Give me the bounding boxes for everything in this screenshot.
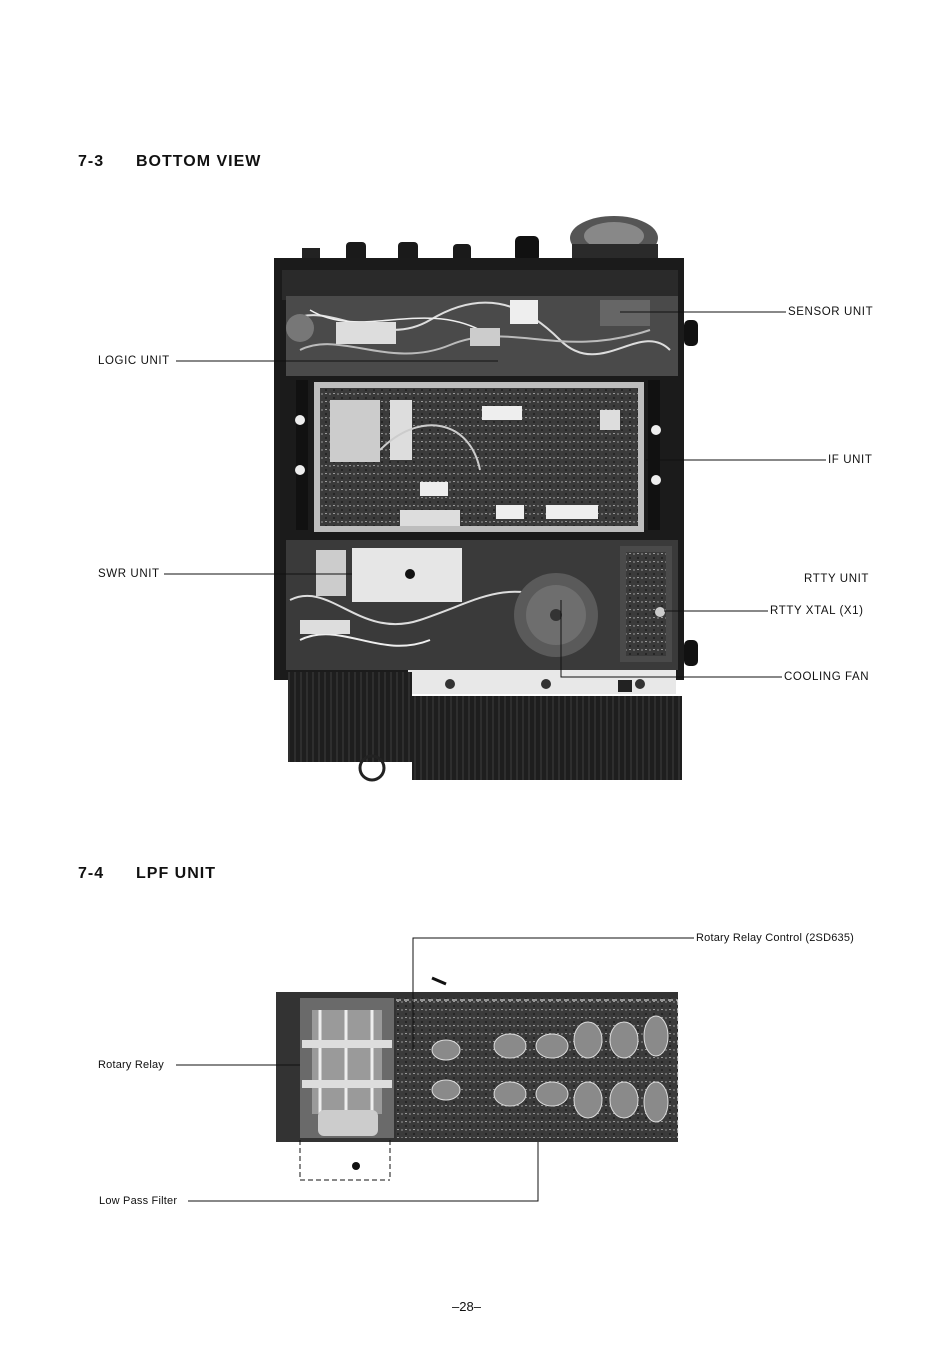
label-low-pass-filter: Low Pass Filter	[99, 1195, 177, 1207]
label-rtty-unit: RTTY UNIT	[804, 573, 869, 585]
bottom-view-photo	[274, 216, 698, 780]
label-rotary-relay: Rotary Relay	[98, 1059, 164, 1071]
label-rotary-relay-control: Rotary Relay Control (2SD635)	[696, 932, 854, 944]
label-logic-unit: LOGIC UNIT	[98, 355, 170, 367]
page-number: –28–	[452, 1299, 481, 1314]
label-swr-unit: SWR UNIT	[98, 568, 160, 580]
label-sensor-unit: SENSOR UNIT	[788, 306, 873, 318]
lpf-unit-photo	[276, 978, 678, 1180]
label-if-unit: IF UNIT	[828, 454, 872, 466]
label-cooling-fan: COOLING FAN	[784, 671, 869, 683]
label-rtty-xtal: RTTY XTAL (X1)	[770, 605, 864, 617]
